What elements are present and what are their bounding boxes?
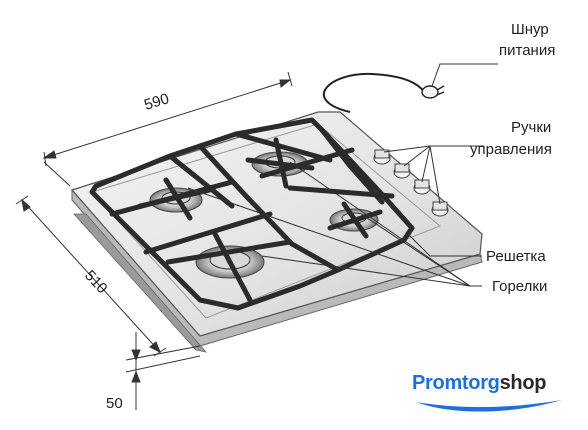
logo-part2: shop (499, 372, 547, 394)
label-knobs-line1: Ручки (511, 119, 551, 136)
label-grate: Решетка (486, 248, 546, 265)
dim-width-label: 590 (142, 90, 171, 114)
label-cord-line1: Шнур (511, 21, 549, 38)
knob-1 (373, 149, 391, 165)
control-knobs (373, 149, 449, 217)
hob-body (70, 111, 483, 353)
logo-part1: Promtorg (412, 372, 500, 394)
knob-3 (413, 179, 431, 195)
power-cord (323, 72, 445, 113)
plug-icon (421, 85, 445, 99)
label-cord-line2: питания (499, 42, 555, 59)
brand-logo: Promtorgshop (412, 372, 546, 395)
logo-swoosh-icon (416, 400, 562, 412)
knob-4 (431, 201, 449, 217)
dim-height-label: 50 (106, 395, 123, 412)
label-knobs-line2: управления (470, 141, 552, 158)
dimension-lines (15, 71, 293, 410)
label-burners: Горелки (492, 278, 547, 295)
knob-2 (393, 163, 411, 179)
leader-lines (187, 63, 498, 287)
grate (89, 117, 415, 311)
